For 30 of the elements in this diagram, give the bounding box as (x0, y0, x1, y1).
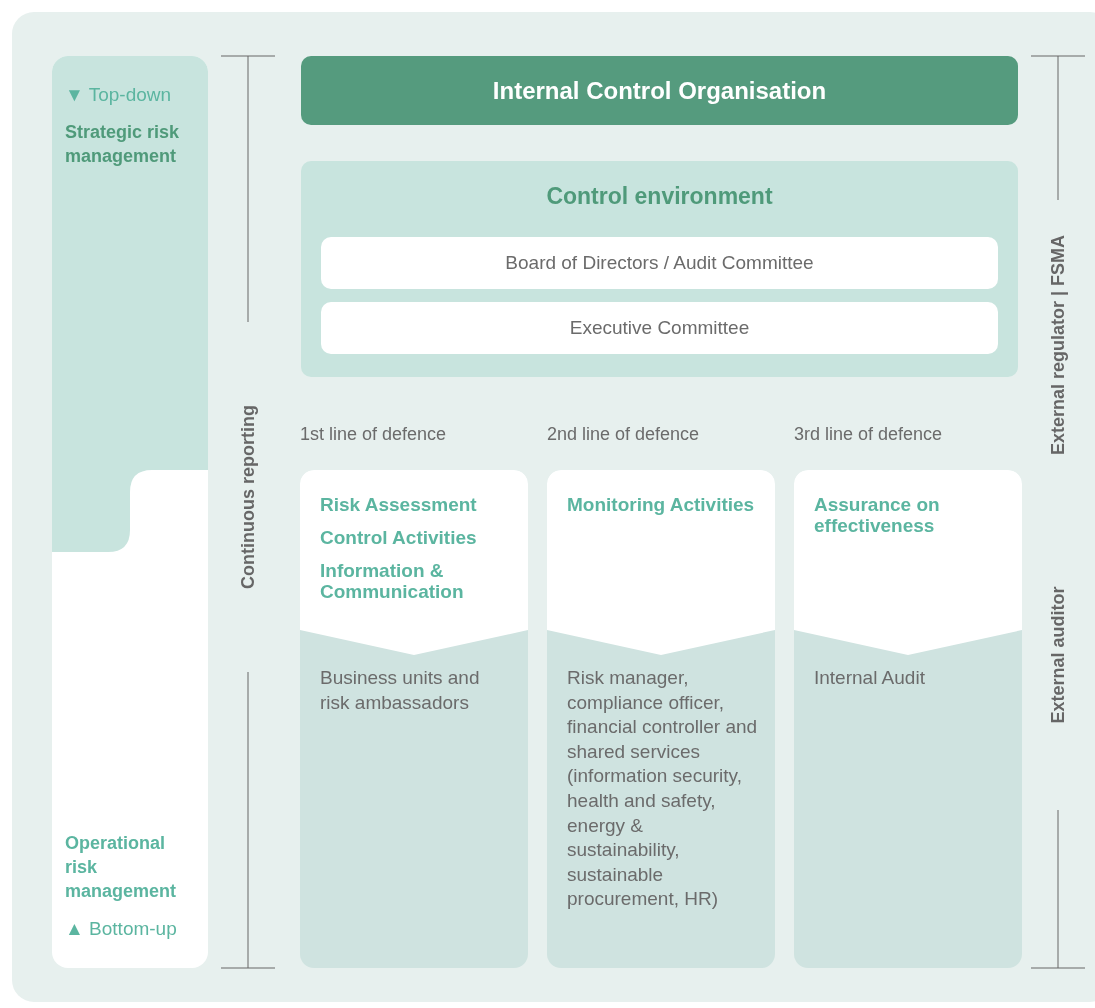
group-panel (301, 161, 1018, 377)
direction-label: ▲ Bottom-up (65, 918, 178, 940)
column-caption: 1st line of defence (300, 424, 447, 445)
panel-title: Control environment (545, 183, 774, 210)
vertical-label: External regulator | FSMA (1047, 234, 1069, 456)
title-banner (301, 56, 1018, 125)
band-heading: Strategic risk management (65, 121, 181, 168)
defence-column (547, 470, 775, 968)
vertical-label: External auditor (1047, 586, 1069, 724)
column-caption: 3rd line of defence (794, 424, 943, 445)
component-heading: Risk Assessment (320, 494, 478, 515)
member-box (321, 302, 998, 354)
defence-column (300, 470, 528, 968)
column-caption: 2nd line of defence (547, 424, 700, 445)
component-heading: Control Activities (320, 527, 478, 548)
member-label: Board of Directors / Audit Committee (505, 252, 814, 274)
component-heading: Monitoring Activities (567, 494, 756, 515)
banner-title: Internal Control Organisation (492, 76, 827, 105)
risk-band (52, 56, 208, 968)
member-box (321, 237, 998, 289)
defence-column (794, 470, 1022, 968)
direction-label: ▼ Top-down (65, 84, 173, 106)
band-heading: Operational risk management (65, 832, 178, 903)
member-label: Executive Committee (569, 317, 750, 339)
role-description: Internal Audit (814, 666, 926, 690)
component-heading: Information & Communication (320, 560, 465, 602)
role-description: Risk manager, compliance officer, financial controller and shared services (information security, health and safety, energy & sustainability, sustainable procurement, HR) (567, 666, 759, 912)
vertical-label: Continuous reporting (237, 405, 259, 589)
role-description: Business units and risk ambassadors (320, 666, 481, 715)
component-heading: Assurance on effectiveness (814, 494, 941, 536)
